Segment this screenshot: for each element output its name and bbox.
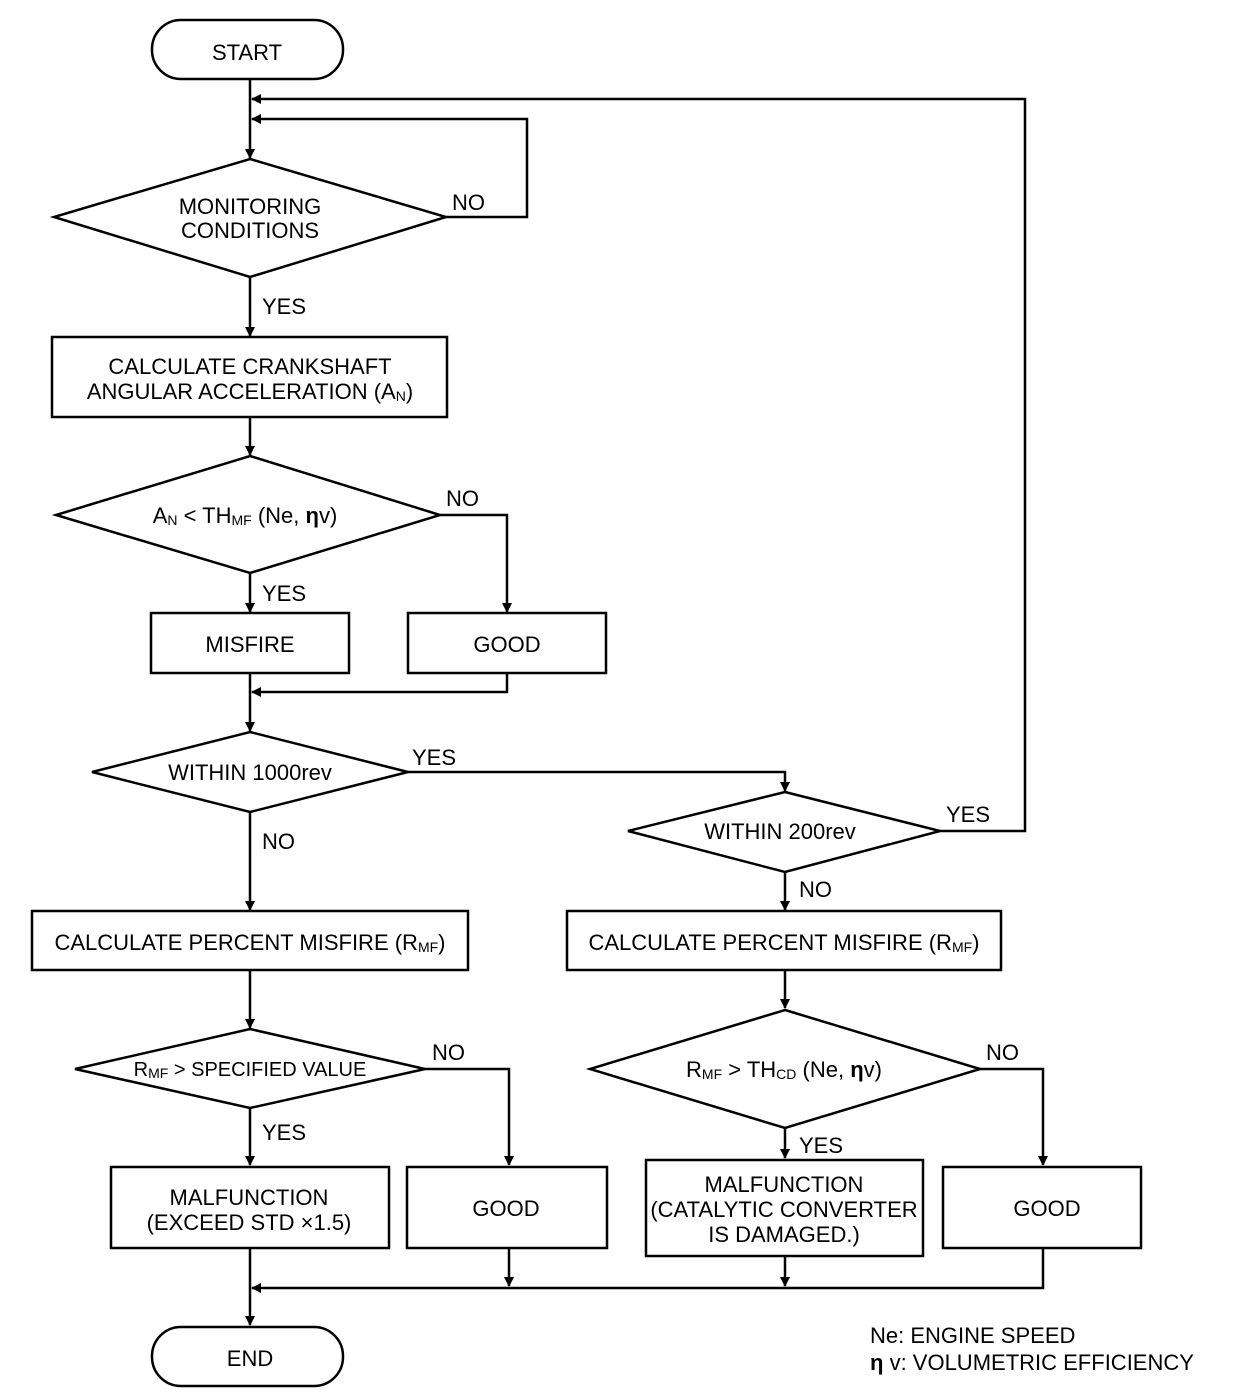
good-label-2: GOOD xyxy=(472,1196,539,1221)
connectors xyxy=(245,80,1048,1326)
an-threshold-decision: AN < THMF (Ne, ηv) xyxy=(51,454,445,575)
malfunction-exceed-line1: MALFUNCTION xyxy=(170,1185,329,1210)
legend-ne: Ne: ENGINE SPEED xyxy=(870,1323,1075,1348)
good-box-1: GOOD xyxy=(406,611,608,675)
connector-rmf-spec-no xyxy=(425,1067,514,1166)
label-yes-within200: YES xyxy=(946,802,990,827)
within-1000rev-label: WITHIN 1000rev xyxy=(168,760,332,785)
connector-bottom-merge xyxy=(251,1248,1045,1293)
label-no-within1000: NO xyxy=(262,829,295,854)
malfunction-cat-line2: (CATALYTIC CONVERTER xyxy=(650,1197,917,1222)
calc-accel-line1: CALCULATE CRANKSHAFT xyxy=(108,354,391,379)
calc-angular-acceleration-box: CALCULATE CRANKSHAFT ANGULAR ACCELERATIO… xyxy=(50,335,449,419)
calc-accel-line2: ANGULAR ACCELERATION (AN) xyxy=(87,379,413,404)
within-1000rev-decision: WITHIN 1000rev xyxy=(91,730,409,814)
label-yes-monitoring: YES xyxy=(262,294,306,319)
good-label-3: GOOD xyxy=(1013,1196,1080,1221)
misfire-label: MISFIRE xyxy=(205,632,294,657)
legend-eta: η v: VOLUMETRIC EFFICIENCY xyxy=(870,1350,1194,1375)
rmf-thcd-decision: RMF > THCD (Ne, ηv) xyxy=(585,1008,985,1130)
calc-percent-left-label: CALCULATE PERCENT MISFIRE (RMF) xyxy=(54,930,445,955)
connector-cond-no xyxy=(440,513,512,613)
connector-within200-yes-loop xyxy=(251,94,1027,833)
monitoring-label-line2: CONDITIONS xyxy=(181,218,319,243)
end-label: END xyxy=(227,1346,273,1371)
good-label-1: GOOD xyxy=(473,632,540,657)
malfunction-exceed-line2: (EXCEED STD ×1.5) xyxy=(147,1210,352,1235)
malfunction-exceed-box: MALFUNCTION (EXCEED STD ×1.5) xyxy=(109,1165,391,1250)
misfire-box: MISFIRE xyxy=(149,611,351,675)
monitoring-conditions-decision: MONITORING CONDITIONS xyxy=(49,157,451,279)
malfunction-catalytic-box: MALFUNCTION (CATALYTIC CONVERTER IS DAMA… xyxy=(644,1158,925,1258)
branch-labels: NO YES NO YES YES NO YES NO NO YES NO YE… xyxy=(262,190,1019,1158)
malfunction-cat-line3: IS DAMAGED.) xyxy=(708,1222,860,1247)
label-yes-rmf-th: YES xyxy=(799,1133,843,1158)
rmf-specified-label: RMF > SPECIFIED VALUE xyxy=(134,1059,367,1081)
label-no-rmf-th: NO xyxy=(986,1040,1019,1065)
label-yes-rmf-spec: YES xyxy=(262,1120,306,1145)
connector-good-merge xyxy=(251,674,509,697)
malfunction-cat-line1: MALFUNCTION xyxy=(705,1172,864,1197)
start-terminal: START xyxy=(150,18,345,81)
label-no-within200: NO xyxy=(799,877,832,902)
calc-percent-misfire-right: CALCULATE PERCENT MISFIRE (RMF) xyxy=(565,909,1003,972)
within-200rev-decision: WITHIN 200rev xyxy=(627,790,941,874)
monitoring-label-line1: MONITORING xyxy=(179,194,322,219)
label-yes-an: YES xyxy=(262,581,306,606)
start-label: START xyxy=(212,40,282,65)
label-yes-within1000: YES xyxy=(412,745,456,770)
rmf-specified-value-decision: RMF > SPECIFIED VALUE xyxy=(74,1027,426,1110)
connector-monitoring-no-loop xyxy=(251,114,529,219)
good-box-3: GOOD xyxy=(941,1165,1143,1250)
an-threshold-label: AN < THMF (Ne, ηv) xyxy=(153,503,338,528)
end-terminal: END xyxy=(150,1325,345,1388)
legend: Ne: ENGINE SPEED η v: VOLUMETRIC EFFICIE… xyxy=(870,1323,1194,1375)
rmf-thcd-label: RMF > THCD (Ne, ηv) xyxy=(686,1057,882,1082)
label-no-monitoring: NO xyxy=(452,190,485,215)
calc-percent-right-label: CALCULATE PERCENT MISFIRE (RMF) xyxy=(588,930,979,955)
calc-percent-misfire-left: CALCULATE PERCENT MISFIRE (RMF) xyxy=(30,909,470,972)
connector-within1000-yes xyxy=(408,770,790,792)
connector-rmf-th-no xyxy=(980,1067,1048,1166)
label-no-an: NO xyxy=(446,486,479,511)
label-no-rmf-spec: NO xyxy=(432,1040,465,1065)
within-200rev-label: WITHIN 200rev xyxy=(704,819,856,844)
good-box-2: GOOD xyxy=(405,1165,609,1250)
